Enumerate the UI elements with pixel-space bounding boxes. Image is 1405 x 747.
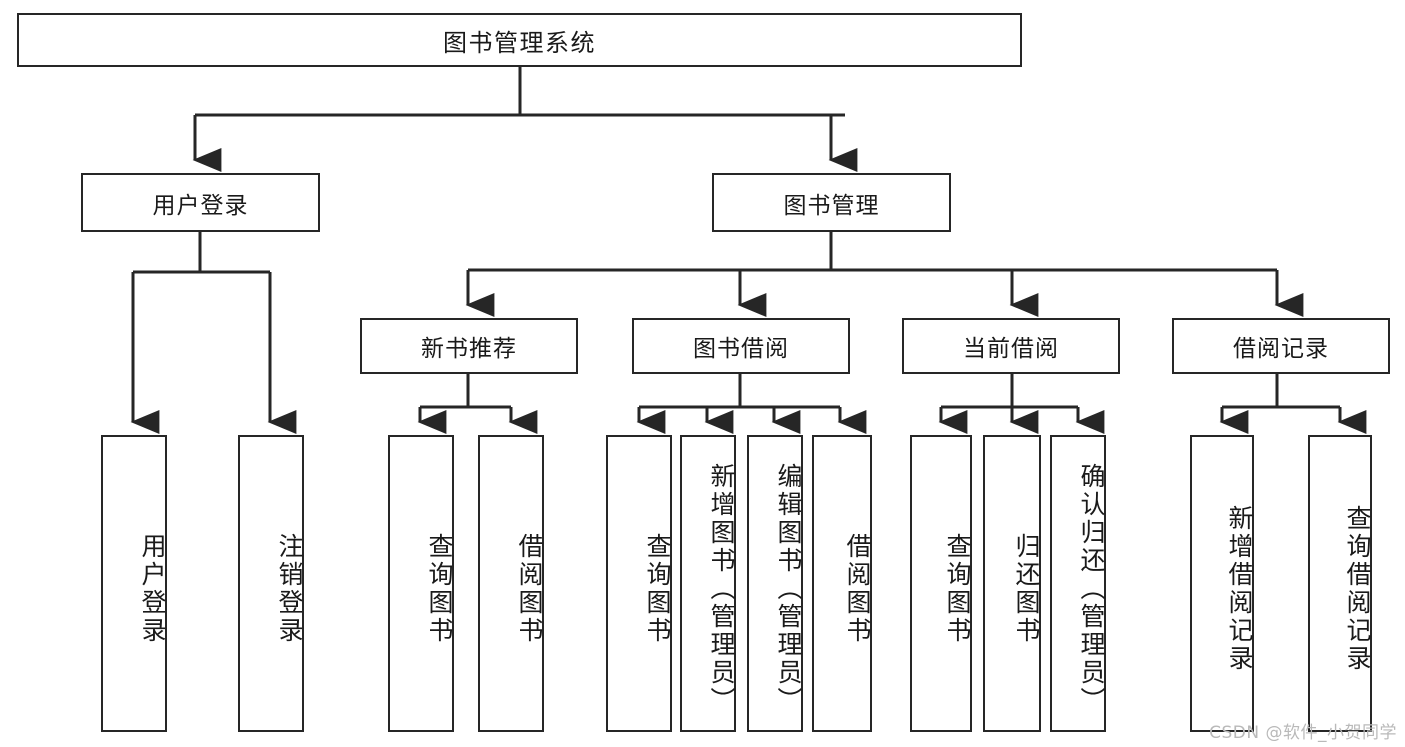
leaf-user-login-login[interactable]: 用户登录 [101,435,167,732]
leaf-label: 查询图书 [943,532,972,645]
node-root-system[interactable]: 图书管理系统 [17,13,1022,67]
leaf-current-borrow-return[interactable]: 归还图书 [983,435,1041,732]
node-new-book-recommend-label: 新书推荐 [421,336,517,362]
node-user-login[interactable]: 用户登录 [81,173,320,232]
node-current-borrow[interactable]: 当前借阅 [902,318,1120,374]
node-borrow-record-label: 借阅记录 [1233,336,1329,362]
leaf-current-borrow-confirm[interactable]: 确认归还（管理员） [1050,435,1106,732]
node-book-management-label: 图书管理 [783,192,880,219]
leaf-new-book-query[interactable]: 查询图书 [388,435,454,732]
node-book-borrow-label: 图书借阅 [693,336,789,362]
node-new-book-recommend[interactable]: 新书推荐 [360,318,578,374]
leaf-label: 归还图书 [1012,532,1041,645]
leaf-label: 注销登录 [275,532,304,645]
leaf-label: 编辑图书（管理员） [774,462,803,715]
node-book-borrow[interactable]: 图书借阅 [632,318,850,374]
leaf-borrow-record-query[interactable]: 查询借阅记录 [1308,435,1372,732]
leaf-label: 查询借阅记录 [1343,504,1372,673]
watermark-text: CSDN @软件_小贺同学 [1209,723,1397,743]
node-borrow-record[interactable]: 借阅记录 [1172,318,1390,374]
leaf-label: 查询图书 [425,532,454,645]
leaf-label: 用户登录 [138,532,167,645]
node-current-borrow-label: 当前借阅 [963,336,1059,362]
node-user-login-label: 用户登录 [152,192,249,219]
leaf-book-borrow-borrow[interactable]: 借阅图书 [812,435,872,732]
leaf-current-borrow-query[interactable]: 查询图书 [910,435,972,732]
leaf-label: 新增借阅记录 [1225,504,1254,673]
leaf-borrow-record-add[interactable]: 新增借阅记录 [1190,435,1254,732]
node-root-label: 图书管理系统 [443,28,596,57]
leaf-user-login-logout[interactable]: 注销登录 [238,435,304,732]
leaf-new-book-borrow[interactable]: 借阅图书 [478,435,544,732]
node-book-management[interactable]: 图书管理 [712,173,951,232]
leaf-label: 借阅图书 [515,532,544,645]
leaf-label: 借阅图书 [843,532,872,645]
leaf-label: 查询图书 [643,532,672,645]
leaf-label: 新增图书（管理员） [707,462,736,715]
leaf-book-borrow-edit[interactable]: 编辑图书（管理员） [747,435,803,732]
leaf-book-borrow-add[interactable]: 新增图书（管理员） [680,435,736,732]
leaf-label: 确认归还（管理员） [1077,462,1106,715]
leaf-book-borrow-query[interactable]: 查询图书 [606,435,672,732]
